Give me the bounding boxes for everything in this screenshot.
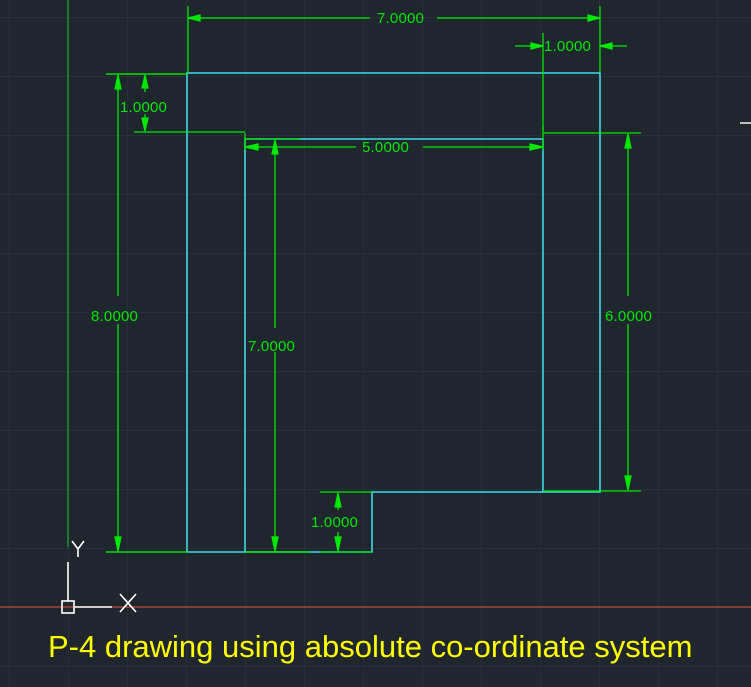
dimension-text-left-height: 8.0000: [91, 308, 139, 325]
dim-top-right-offset[interactable]: [515, 33, 627, 131]
ucs-icon[interactable]: [61, 540, 137, 614]
dim-right-height[interactable]: [543, 132, 641, 492]
dimension-text-top-width: 7.0000: [377, 10, 425, 27]
dimension-text-right-height: 6.0000: [605, 308, 653, 325]
dimension-text-bottom-step: 1.0000: [311, 514, 359, 531]
dim-inner-width[interactable]: [244, 126, 544, 151]
dimension-text-upper-left-step: 1.0000: [120, 99, 168, 116]
dimension-text-inner-width: 5.0000: [362, 139, 410, 156]
dimension-text-inner-height: 7.0000: [248, 338, 296, 355]
dimension-text-top-right-offset: 1.0000: [544, 38, 592, 55]
drawing-title: P-4 drawing using absolute co-ordinate s…: [48, 629, 693, 664]
dim-top-width[interactable]: [187, 6, 601, 72]
dim-bottom-step[interactable]: [320, 491, 372, 553]
dimension-layer: [106, 6, 641, 553]
